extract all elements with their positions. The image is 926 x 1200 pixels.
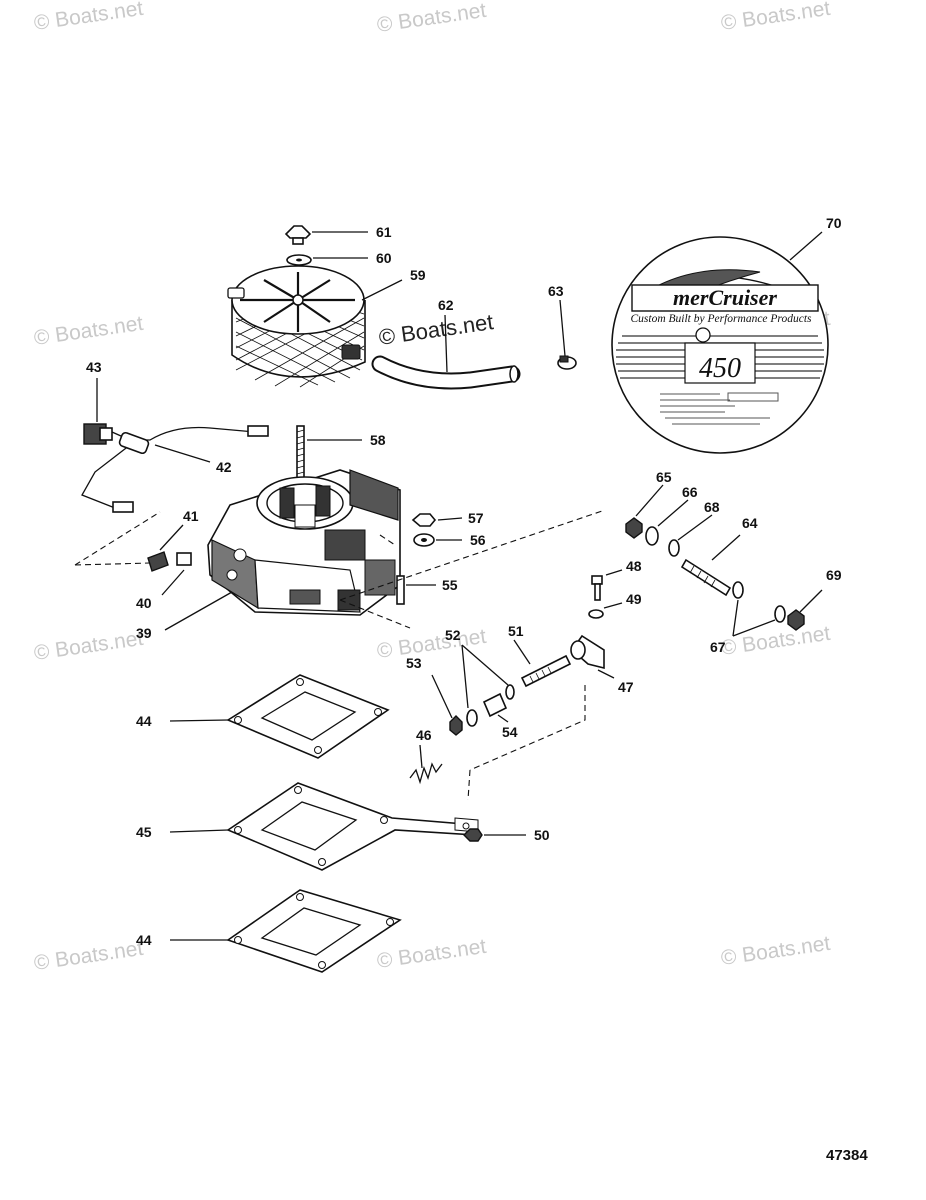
callout-43: 43 — [86, 359, 102, 375]
decal-part-70: merCruiser Custom Built by Performance P… — [611, 236, 829, 454]
fitting-part-43 — [83, 423, 113, 445]
callout-42: 42 — [216, 459, 232, 475]
callout-40: 40 — [136, 595, 152, 611]
watermark: © Boats.net — [719, 932, 831, 970]
watermark: © Boats.net — [32, 937, 144, 975]
watermark: © Boats.net — [375, 625, 487, 663]
washer-part-68 — [668, 539, 680, 557]
callout-65: 65 — [656, 469, 672, 485]
callout-51: 51 — [508, 623, 524, 639]
spring-part-46 — [409, 762, 443, 785]
air-cleaner-part-59 — [227, 265, 366, 388]
hose-clamp-part-63 — [557, 355, 577, 370]
nut-part-69 — [787, 609, 805, 631]
stud-part-55 — [396, 575, 405, 605]
stud-part-58 — [296, 425, 305, 483]
callout-39: 39 — [136, 625, 152, 641]
callout-54: 54 — [502, 724, 518, 740]
watermark-center: © Boats.net — [377, 309, 495, 350]
nut-part-53 — [449, 715, 463, 736]
fuel-line-part-42 — [81, 425, 269, 513]
callout-57: 57 — [468, 510, 484, 526]
callout-60: 60 — [376, 250, 392, 266]
decal-model: 450 — [699, 353, 741, 384]
leader-lines — [96, 231, 823, 941]
callout-69: 69 — [826, 567, 842, 583]
callout-56: 56 — [470, 532, 486, 548]
nut-part-57 — [411, 513, 437, 527]
callout-numbers: 61 60 59 62 63 70 58 43 42 41 40 39 57 5… — [86, 215, 842, 948]
spacer-plate-part-45 — [226, 782, 479, 871]
watermark: © Boats.net — [32, 627, 144, 665]
watermark: © Boats.net — [719, 622, 831, 660]
callout-59: 59 — [410, 267, 426, 283]
decal-brand: merCruiser — [673, 285, 777, 310]
bracket-part-47 — [570, 634, 605, 670]
watermark: © Boats.net — [32, 0, 144, 35]
figure-number: 47384 — [826, 1147, 868, 1164]
nut-part-65 — [625, 517, 643, 539]
watermark: © Boats.net — [32, 312, 144, 350]
decal-fine-print — [660, 392, 779, 425]
hose-part-62 — [371, 355, 521, 390]
washer-part-49 — [588, 609, 604, 619]
washer-part-56 — [413, 533, 435, 547]
stud-part-64 — [680, 558, 732, 597]
bushing-part-54 — [482, 692, 508, 718]
washer-part-52 — [466, 684, 515, 727]
callout-64: 64 — [742, 515, 758, 531]
callout-63: 63 — [548, 283, 564, 299]
callout-58: 58 — [370, 432, 386, 448]
callout-70: 70 — [826, 215, 842, 231]
gasket-part-44-top — [226, 674, 390, 759]
callout-53: 53 — [406, 655, 422, 671]
callout-47: 47 — [618, 679, 634, 695]
callout-61: 61 — [376, 224, 392, 240]
callout-55: 55 — [442, 577, 458, 593]
callout-44-bottom: 44 — [136, 932, 152, 948]
callout-66: 66 — [682, 484, 698, 500]
callout-48: 48 — [626, 558, 642, 574]
callout-46: 46 — [416, 727, 432, 743]
washer-part-67 — [732, 581, 786, 623]
stud-part-51 — [520, 654, 572, 688]
callout-45: 45 — [136, 824, 152, 840]
callout-62: 62 — [438, 297, 454, 313]
callout-41: 41 — [183, 508, 199, 524]
washer-part-66 — [645, 526, 659, 546]
watermark: © Boats.net — [375, 0, 487, 37]
nut-part-50 — [463, 828, 483, 842]
callout-67: 67 — [710, 639, 726, 655]
callout-44-top: 44 — [136, 713, 152, 729]
callout-50: 50 — [534, 827, 550, 843]
gasket-part-44-bottom — [226, 889, 402, 973]
callout-49: 49 — [626, 591, 642, 607]
callout-68: 68 — [704, 499, 720, 515]
wing-nut-part-61 — [284, 225, 312, 245]
watermark: © Boats.net — [375, 935, 487, 973]
callout-52: 52 — [445, 627, 461, 643]
decal-tagline: Custom Built by Performance Products — [631, 313, 813, 325]
washer-part-60 — [286, 254, 312, 266]
watermark: © Boats.net — [719, 0, 831, 35]
dashed-reference-lines — [74, 509, 606, 801]
fitting-part-40 — [147, 551, 192, 572]
bolt-part-48 — [591, 575, 603, 601]
carburetor-part-39 — [207, 469, 401, 616]
